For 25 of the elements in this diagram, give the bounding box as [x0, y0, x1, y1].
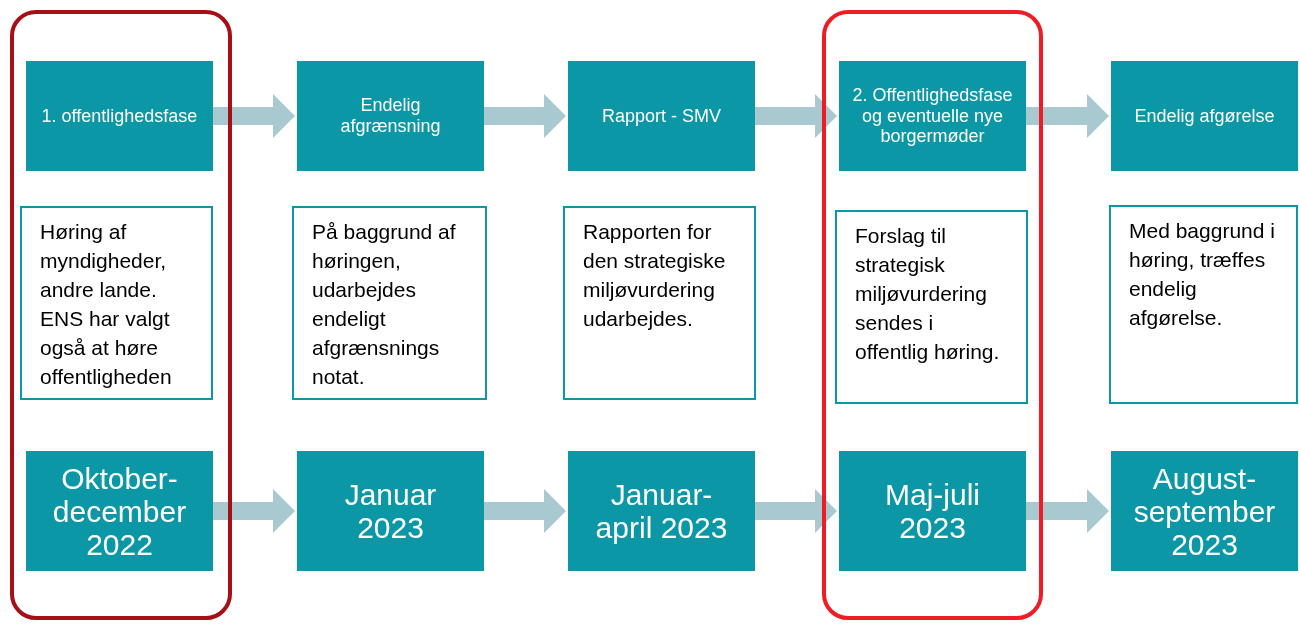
arrow	[755, 94, 837, 138]
arrow	[1026, 94, 1109, 138]
highlight-frame	[10, 10, 232, 620]
phase-box: 2. Offentlighedsfase og eventuelle nye borgermøder	[839, 61, 1026, 171]
date-box: Maj-juli 2023	[839, 451, 1026, 571]
date-box: Januar-april 2023	[568, 451, 755, 571]
arrow	[755, 489, 837, 533]
arrow	[484, 489, 566, 533]
date-box: Januar 2023	[297, 451, 484, 571]
phase-box: Rapport - SMV	[568, 61, 755, 171]
phase-box: 1. offentlighedsfase	[26, 61, 213, 171]
description-box: Høring af myndigheder, andre lande. ENS har valgt også at høre offentligheden	[20, 206, 213, 400]
date-box: August-september 2023	[1111, 451, 1298, 571]
date-box: Oktober-december 2022	[26, 451, 213, 571]
description-box: Forslag til strategisk miljøvurdering sendes i offentlig høring.	[835, 210, 1028, 404]
phase-box: Endelig afgørelse	[1111, 61, 1298, 171]
highlight-frame	[822, 10, 1043, 620]
arrow	[1026, 489, 1109, 533]
description-box: Med baggrund i høring, træffes endelig afgørelse.	[1109, 205, 1298, 404]
arrow	[213, 489, 295, 533]
phase-box: Endelig afgrænsning	[297, 61, 484, 171]
arrow	[213, 94, 295, 138]
description-box: På baggrund af høringen, udarbejdes endeligt afgrænsnings notat.	[292, 206, 487, 400]
description-box: Rapporten for den strategiske miljøvurdering udarbejdes.	[563, 206, 756, 400]
arrow	[484, 94, 566, 138]
